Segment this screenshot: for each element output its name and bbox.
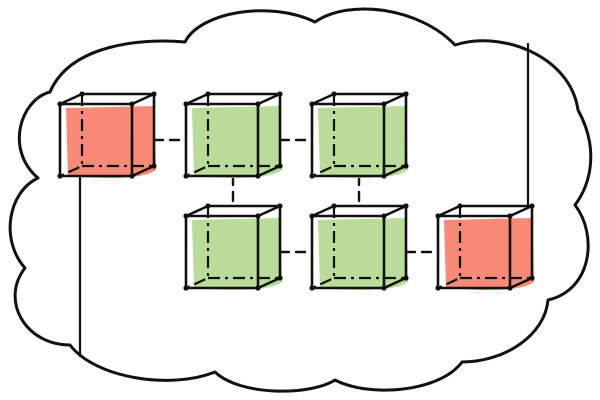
- node-vertex: [309, 285, 315, 291]
- node-vertex: [183, 213, 189, 219]
- node-vertex: [57, 173, 63, 179]
- node-vertex: [309, 173, 315, 179]
- node-vertex: [277, 91, 283, 97]
- node-n1-endpoint: [57, 91, 157, 179]
- node-hidden-edges: [59, 94, 154, 178]
- node-fill: [444, 218, 534, 290]
- node-hidden-edges: [311, 206, 406, 290]
- node-vertex: [277, 163, 283, 169]
- node-vertex: [529, 275, 535, 281]
- node-vertex: [57, 101, 63, 107]
- node-n6-endpoint: [435, 203, 535, 291]
- node-vertex: [381, 173, 387, 179]
- node-vertex: [255, 285, 261, 291]
- node-vertex: [255, 213, 261, 219]
- node-hidden-edges: [437, 206, 532, 290]
- node-fill: [192, 218, 282, 290]
- node-fill: [66, 106, 156, 178]
- node-vertex: [331, 91, 337, 97]
- node-vertex: [381, 285, 387, 291]
- node-vertex: [151, 91, 157, 97]
- node-vertex: [309, 101, 315, 107]
- links-layer: [78, 42, 530, 358]
- node-vertex: [403, 91, 409, 97]
- node-hidden-edges: [185, 206, 280, 290]
- node-vertex: [507, 213, 513, 219]
- node-n2-active: [183, 91, 283, 179]
- node-vertex: [381, 101, 387, 107]
- node-vertex: [255, 101, 261, 107]
- node-vertex: [151, 163, 157, 169]
- node-fill: [192, 106, 282, 178]
- node-vertex: [403, 275, 409, 281]
- node-n5-active: [309, 203, 409, 291]
- node-hidden-edges: [185, 94, 280, 178]
- node-hidden-edges: [311, 94, 406, 178]
- cloud-outline: [8, 7, 593, 393]
- node-n3-active: [309, 91, 409, 179]
- node-vertex: [183, 173, 189, 179]
- node-n4-active: [183, 203, 283, 291]
- node-vertex: [507, 285, 513, 291]
- node-vertex: [331, 203, 337, 209]
- node-vertex: [205, 91, 211, 97]
- node-vertex: [183, 285, 189, 291]
- node-vertex: [79, 91, 85, 97]
- node-vertex: [403, 163, 409, 169]
- node-vertex: [205, 203, 211, 209]
- node-vertex: [129, 173, 135, 179]
- node-fill: [318, 218, 408, 290]
- nodes-layer: [57, 91, 535, 291]
- node-vertex: [255, 173, 261, 179]
- node-vertex: [457, 203, 463, 209]
- node-vertex: [277, 203, 283, 209]
- node-vertex: [381, 213, 387, 219]
- node-vertex: [277, 275, 283, 281]
- node-vertex: [309, 213, 315, 219]
- node-vertex: [129, 101, 135, 107]
- node-vertex: [403, 203, 409, 209]
- node-vertex: [183, 101, 189, 107]
- node-vertex: [435, 213, 441, 219]
- node-vertex: [435, 285, 441, 291]
- node-fill: [318, 106, 408, 178]
- node-vertex: [529, 203, 535, 209]
